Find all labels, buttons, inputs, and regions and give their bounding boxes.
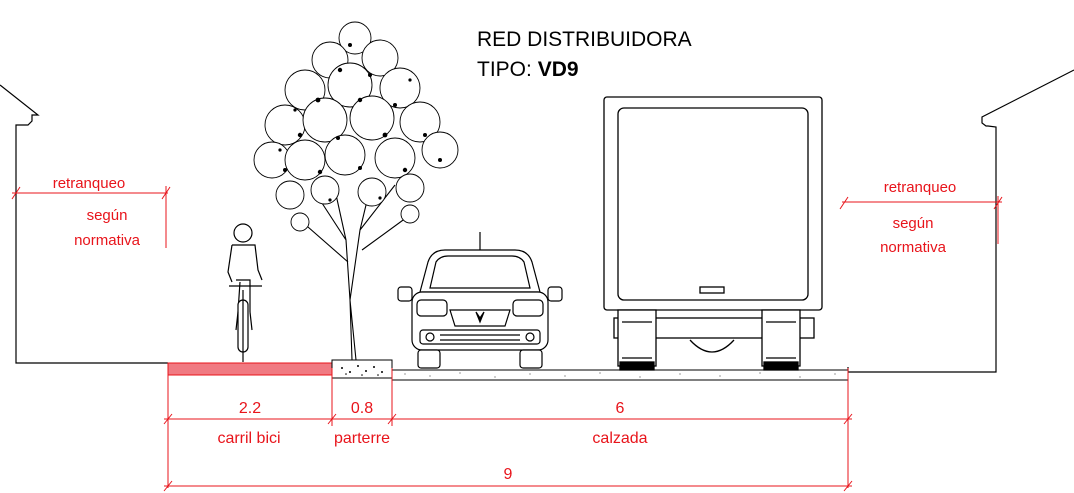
title-network-type: RED DISTRIBUIDORA <box>477 28 692 51</box>
dimension-value-total: 9 <box>504 466 513 483</box>
setback-right-annotation: retranqueo según normativa <box>839 179 1003 256</box>
setback-right-line1: retranqueo <box>884 179 957 196</box>
setback-right-line3: normativa <box>880 239 947 256</box>
dimension-label-planter: parterre <box>334 430 390 447</box>
left-building <box>0 84 168 364</box>
dimension-value-planter: 0.8 <box>351 400 373 417</box>
title-type-prefix: TIPO: <box>477 58 538 81</box>
dimension-label-bike-lane: carril bici <box>217 430 280 447</box>
setback-left-line2: según <box>87 207 128 224</box>
tree-icon <box>253 21 459 361</box>
dimension-value-carriageway: 6 <box>616 400 625 417</box>
setback-right-line2: según <box>893 215 934 232</box>
dimension-value-bike-lane: 2.2 <box>239 400 261 417</box>
car-icon <box>397 232 563 369</box>
section-title: RED DISTRIBUIDORA TIPO: VD9 <box>477 28 692 81</box>
asphalt-speckle <box>404 372 836 378</box>
dimension-label-carriageway: calzada <box>592 430 647 447</box>
right-building <box>847 69 1074 373</box>
carriageway-surface <box>391 369 849 381</box>
truck-icon <box>603 96 823 371</box>
cyclist-icon <box>227 223 263 362</box>
street-profile <box>167 359 849 381</box>
bike-lane-surface <box>167 362 333 376</box>
title-type-code: VD9 <box>538 58 579 81</box>
setback-left-line3: normativa <box>74 232 141 249</box>
dimension-labels: 2.2 carril bici 0.8 parterre 6 calzada 9 <box>217 400 647 483</box>
setback-left-line1: retranqueo <box>53 175 126 192</box>
dimension-chain <box>163 368 853 492</box>
planter-soil-dots <box>341 365 383 376</box>
title-section-type: TIPO: VD9 <box>477 58 579 81</box>
setback-left-annotation: retranqueo según normativa <box>11 175 171 249</box>
